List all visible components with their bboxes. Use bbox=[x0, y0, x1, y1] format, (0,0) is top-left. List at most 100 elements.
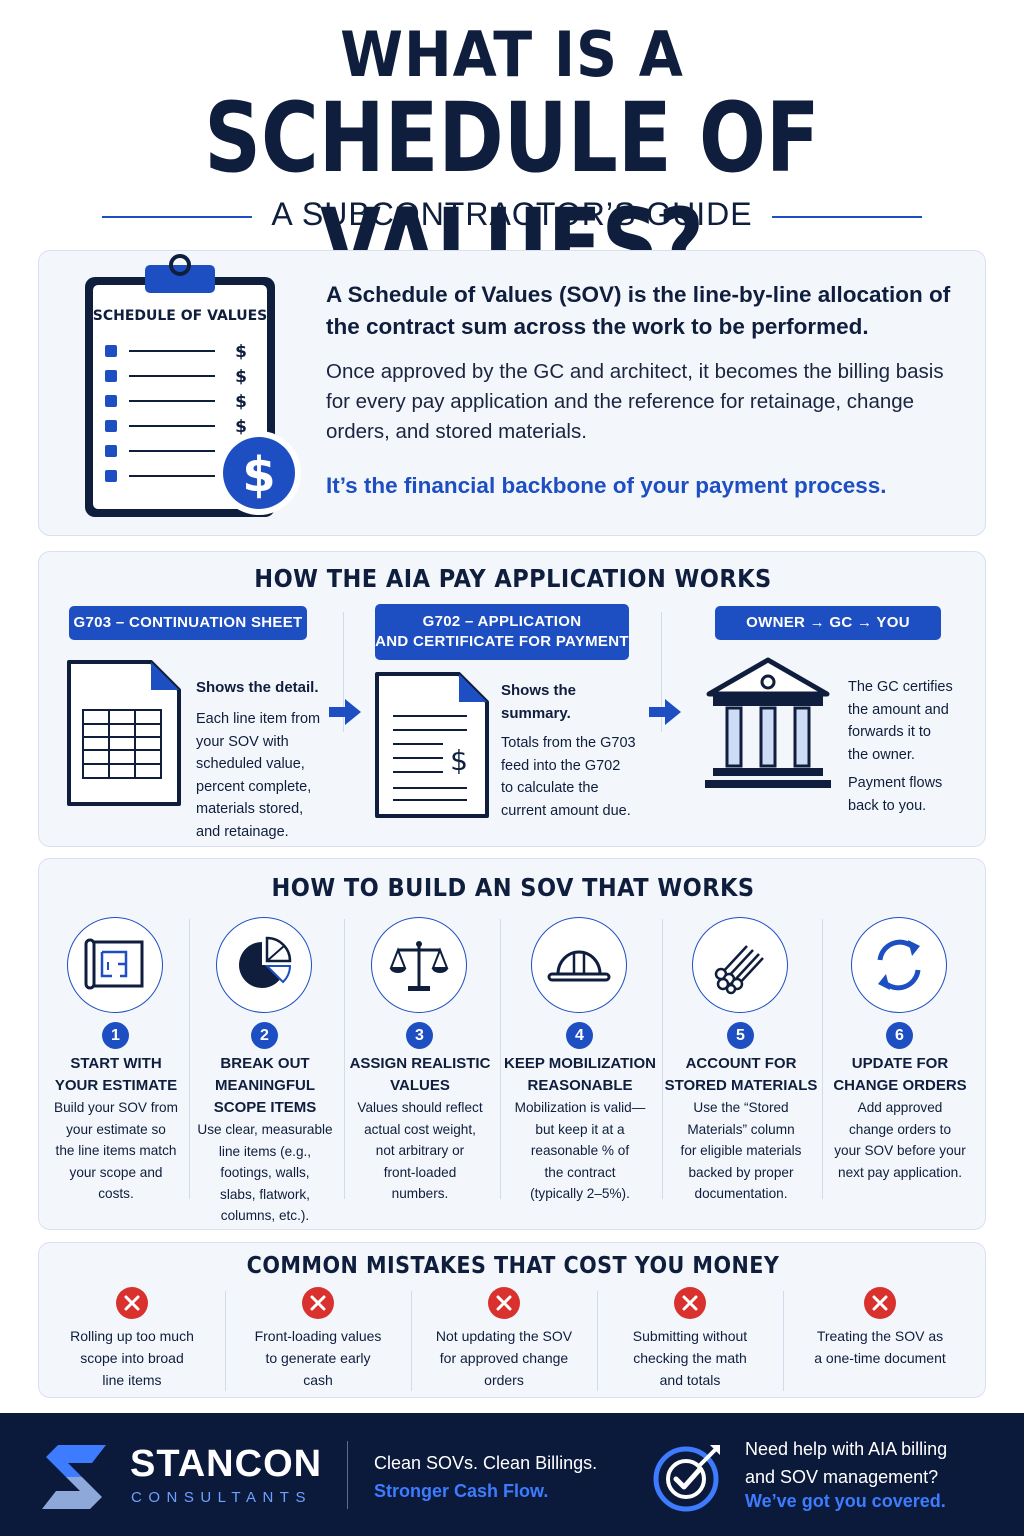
subtitle-rule-left bbox=[102, 216, 252, 218]
mistake-divider bbox=[225, 1291, 226, 1391]
clipboard-icon: SCHEDULE OF VALUES $ $ $ $ $ bbox=[85, 254, 301, 517]
header: WHAT IS A SCHEDULE OF VALUES? A SUBCONTR… bbox=[0, 0, 1024, 296]
clipboard-title: SCHEDULE OF VALUES bbox=[93, 308, 267, 324]
step-number: 3 bbox=[406, 1022, 433, 1049]
cta-highlight: We’ve got you covered. bbox=[745, 1491, 946, 1511]
subtitle-rule-right bbox=[772, 216, 922, 218]
build-card: HOW TO BUILD AN SOV THAT WORKS 1 START W… bbox=[38, 858, 986, 1230]
payment-flow-pill: OWNER → GC → YOU bbox=[715, 606, 941, 640]
title-line-2: SCHEDULE OF VALUES? bbox=[204, 82, 820, 300]
step-divider bbox=[822, 919, 823, 1199]
step-divider bbox=[344, 919, 345, 1199]
pie-chart-icon bbox=[216, 917, 312, 1013]
aia-divider-2 bbox=[661, 612, 662, 732]
spreadsheet-icon bbox=[67, 660, 181, 806]
svg-text:$: $ bbox=[242, 447, 275, 503]
intro-body: Once approved by the GC and architect, i… bbox=[326, 360, 944, 443]
intro-highlight: It’s the financial backbone of your paym… bbox=[326, 473, 887, 498]
aia-card: HOW THE AIA PAY APPLICATION WORKS G703 –… bbox=[38, 551, 986, 847]
mistake-divider bbox=[783, 1291, 784, 1391]
step-divider bbox=[662, 919, 663, 1199]
svg-text:$: $ bbox=[235, 392, 247, 412]
step-divider bbox=[189, 919, 190, 1199]
error-x-icon bbox=[488, 1287, 520, 1319]
footer: STANCON CONSULTANTS Clean SOVs. Clean Bi… bbox=[0, 1413, 1024, 1536]
intro-card: SCHEDULE OF VALUES $ $ $ $ $ A Schedule … bbox=[38, 250, 986, 536]
subtitle-row: A SUBCONTRACTOR’S GUIDE bbox=[0, 196, 1024, 236]
step-number: 5 bbox=[727, 1022, 754, 1049]
error-x-icon bbox=[674, 1287, 706, 1319]
step-number: 4 bbox=[566, 1022, 593, 1049]
svg-text:$: $ bbox=[235, 342, 247, 362]
g703-pill: G703 – CONTINUATION SHEET bbox=[69, 606, 307, 640]
document-dollar-icon: $ bbox=[375, 672, 489, 818]
aia-divider-1 bbox=[343, 612, 344, 732]
refresh-icon bbox=[851, 917, 947, 1013]
mistakes-card: COMMON MISTAKES THAT COST YOU MONEY Roll… bbox=[38, 1242, 986, 1398]
mistake-divider bbox=[597, 1291, 598, 1391]
subtitle: A SUBCONTRACTOR’S GUIDE bbox=[271, 196, 753, 232]
clipboard-lines: $ $ $ $ bbox=[105, 342, 247, 482]
tagline-line-2: Stronger Cash Flow. bbox=[374, 1481, 549, 1501]
materials-icon bbox=[692, 917, 788, 1013]
dollar-badge-icon: $ bbox=[217, 431, 301, 515]
mistake-divider bbox=[411, 1291, 412, 1391]
tagline-line-1: Clean SOVs. Clean Billings. bbox=[374, 1453, 598, 1473]
error-x-icon bbox=[864, 1287, 896, 1319]
target-check-icon bbox=[653, 1445, 720, 1512]
bank-building-icon bbox=[705, 657, 831, 788]
brand-name: STANCON bbox=[130, 1443, 323, 1485]
step-number: 2 bbox=[251, 1022, 278, 1049]
arrow-right-icon bbox=[329, 699, 361, 725]
build-section-title: HOW TO BUILD AN SOV THAT WORKS bbox=[271, 873, 755, 902]
step-divider bbox=[500, 919, 501, 1199]
footer-divider bbox=[347, 1441, 348, 1509]
brand-subtitle: CONSULTANTS bbox=[131, 1489, 312, 1506]
stancon-logo-icon bbox=[42, 1445, 106, 1509]
svg-text:$: $ bbox=[235, 417, 247, 437]
blueprint-icon bbox=[67, 917, 163, 1013]
error-x-icon bbox=[302, 1287, 334, 1319]
title-line-1: WHAT IS A bbox=[340, 18, 684, 91]
arrow-right-icon bbox=[649, 699, 681, 725]
svg-text:$: $ bbox=[235, 367, 247, 387]
error-x-icon bbox=[116, 1287, 148, 1319]
step-number: 6 bbox=[886, 1022, 913, 1049]
intro-lead: A Schedule of Values (SOV) is the line-b… bbox=[326, 282, 951, 339]
svg-text:$: $ bbox=[450, 744, 468, 777]
step-number: 1 bbox=[102, 1022, 129, 1049]
aia-section-title: HOW THE AIA PAY APPLICATION WORKS bbox=[254, 564, 772, 593]
